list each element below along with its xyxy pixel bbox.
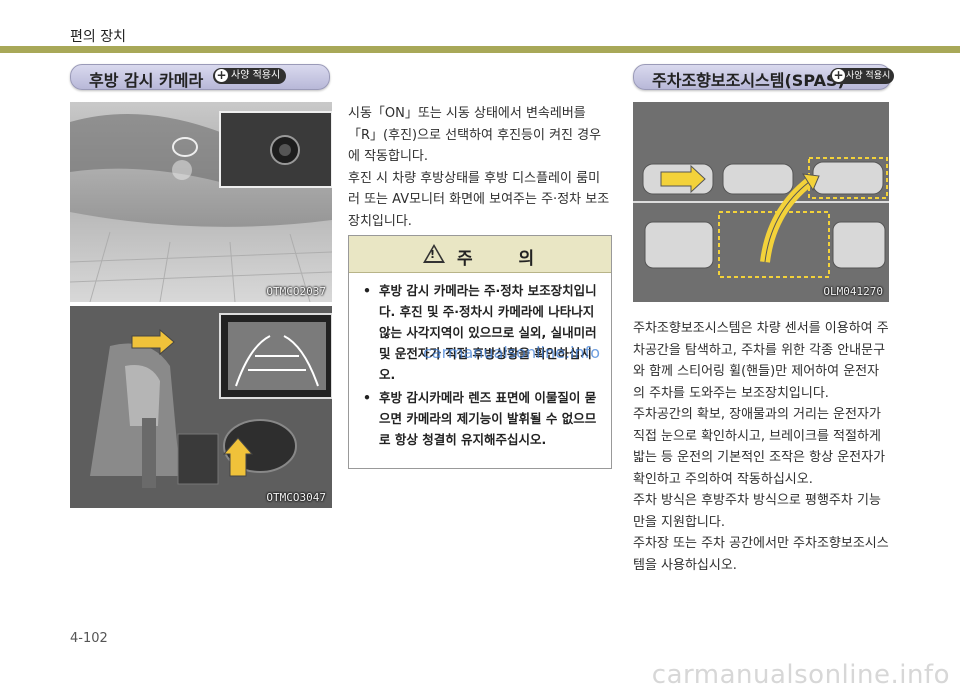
intro-paragraph: 시동「ON」또는 시동 상태에서 변속레버를「R」(후진)으로 선택하여 후진등… xyxy=(348,106,602,164)
photo-code: OTMCO3047 xyxy=(266,491,326,504)
spas-paragraph: 주차공간의 확보, 장애물과의 거리는 운전자가 직접 눈으로 확인하시고, 브… xyxy=(633,407,886,487)
caution-item: 후방 감시 카메라는 주·정차 보조장치입니다. 후진 및 주·정차시 카메라에… xyxy=(361,280,605,385)
rear-car-illustration xyxy=(70,102,332,302)
plus-icon: + xyxy=(832,68,845,82)
option-badge-text: 사양 적용시 xyxy=(846,71,891,81)
footer-watermark: carmanualsonline.info xyxy=(651,660,950,690)
spas-paragraph: 주차장 또는 주차 공간에서만 주차조향보조시스템을 사용하십시오. xyxy=(633,536,889,573)
section-title: 편의 장치 xyxy=(70,29,126,45)
diagram-code: OLM041270 xyxy=(823,285,883,298)
page-header: 편의 장치 xyxy=(0,0,960,53)
exclamation-icon: ! xyxy=(430,248,436,261)
rear-camera-heading-text: 후방 감시 카메라 xyxy=(89,71,204,90)
spas-paragraph: 주차 방식은 후방주차 방식으로 평행주차 기능만을 지원합니다. xyxy=(633,493,881,530)
watermark-link: carmanualsonline.info xyxy=(423,343,601,362)
warning-triangle-icon xyxy=(423,244,445,263)
caution-list: 후방 감시 카메라는 주·정차 보조장치입니다. 후진 및 주·정차시 카메라에… xyxy=(361,280,605,452)
plus-icon: + xyxy=(215,68,228,82)
caution-title: 주 의 xyxy=(457,249,555,269)
rear-camera-heading: 후방 감시 카메라 + 사양 적용시 xyxy=(70,64,330,90)
intro-paragraph: 후진 시 차량 후방상태를 후방 디스플레이 룸미러 또는 AV모니터 화면에 … xyxy=(348,170,610,229)
caution-box: ! 주 의 후방 감시 카메라는 주·정차 보조장치입니다. 후진 및 주·정차… xyxy=(348,235,612,469)
rear-camera-description: 시동「ON」또는 시동 상태에서 변속레버를「R」(후진)으로 선택하여 후진등… xyxy=(348,103,610,232)
spas-heading-text: 주차조향보조시스템(SPAS) xyxy=(652,71,845,90)
caution-item: 후방 감시카메라 렌즈 표면에 이물질이 묻으면 카메라의 제기능이 발휘될 수… xyxy=(361,387,605,450)
spas-description: 주차조향보조시스템은 차량 센서를 이용하여 주차공간을 탐색하고, 주차를 위… xyxy=(633,318,889,576)
header-band xyxy=(0,46,960,53)
option-badge: + 사양 적용시 xyxy=(213,68,287,84)
shifter-display-photo: OTMCO3047 xyxy=(70,306,332,508)
spas-heading: 주차조향보조시스템(SPAS) + 사양 적용시 xyxy=(633,64,895,90)
option-badge: + 사양 적용시 xyxy=(830,68,895,84)
caution-header: ! 주 의 xyxy=(349,236,611,273)
rear-camera-photo: OTMCO2037 xyxy=(70,102,332,302)
page-number: 4-102 xyxy=(70,631,108,646)
spas-paragraph: 주차조향보조시스템은 차량 센서를 이용하여 주차공간을 탐색하고, 주차를 위… xyxy=(633,321,889,401)
shift-lever-illustration xyxy=(70,306,332,508)
option-badge-text: 사양 적용시 xyxy=(231,70,281,81)
spas-diagram: OLM041270 xyxy=(633,102,889,302)
photo-code: OTMCO2037 xyxy=(266,285,326,298)
parking-diagram-illustration xyxy=(633,102,889,302)
